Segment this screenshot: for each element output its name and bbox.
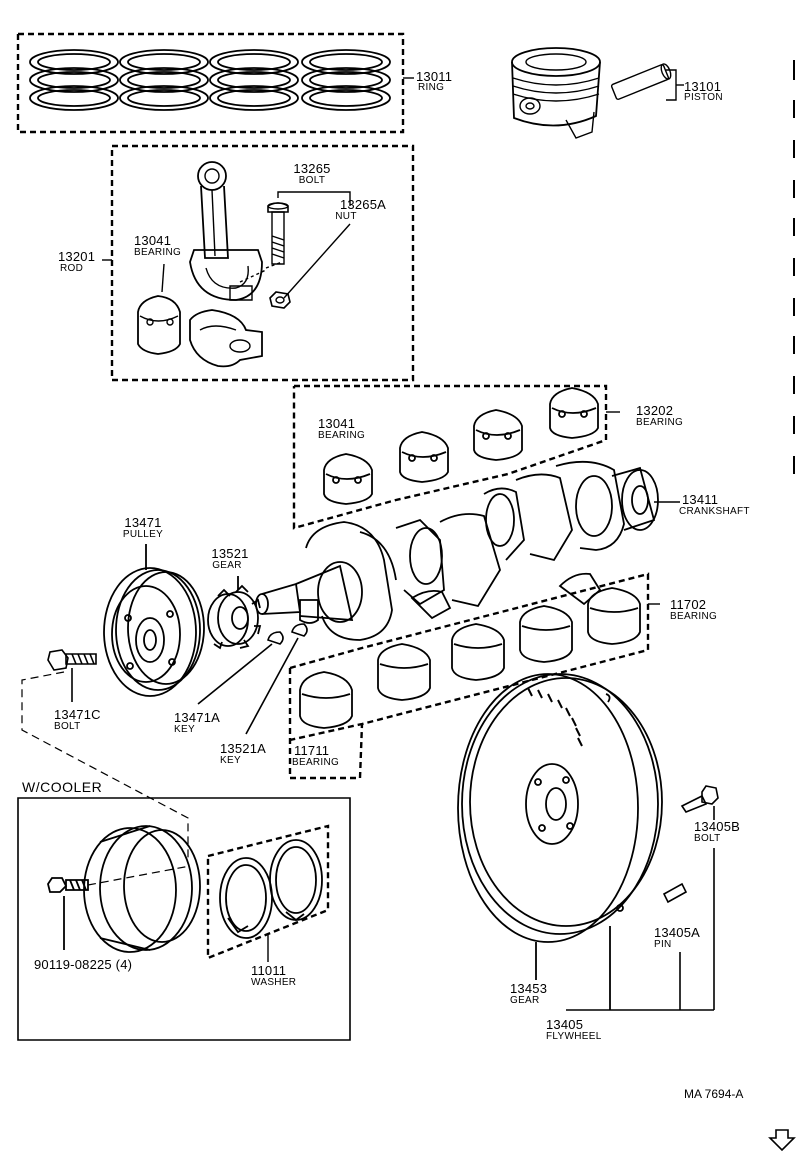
part-number: 13521A	[220, 741, 267, 756]
piston-drawing	[512, 48, 684, 138]
part-number: 13265	[293, 161, 331, 176]
part-number: 11702	[670, 597, 707, 612]
figure-reference: MA 7694-A	[684, 1087, 744, 1101]
part-number: 13405B	[694, 819, 741, 834]
part-number: 13521	[211, 546, 249, 561]
part-name: KEY	[220, 755, 241, 766]
part-name: NUT	[335, 211, 357, 222]
part-number: 13041	[134, 233, 172, 248]
part-name: RING	[418, 82, 445, 93]
part-name: BEARING	[134, 247, 182, 258]
part-number: 13405	[546, 1017, 584, 1032]
part-name: BOLT	[298, 175, 326, 186]
part-name: BEARING	[318, 430, 366, 441]
part-name: PISTON	[684, 92, 723, 103]
part-number: 13411	[682, 492, 719, 507]
part-name: PULLEY	[122, 529, 164, 540]
part-number: 13041	[318, 416, 356, 431]
part-number: 13453	[510, 981, 548, 996]
part-name: PIN	[654, 939, 672, 950]
pulley-drawing	[104, 544, 204, 696]
main-bearing-upper-drawing	[290, 574, 660, 740]
part-name: GEAR	[510, 995, 540, 1006]
part-number: 13202	[636, 403, 674, 418]
cooler-bolt-label: 90119-08225 (4)	[34, 957, 133, 972]
part-name: BEARING	[636, 417, 684, 428]
part-name: BEARING	[670, 611, 718, 622]
flywheel-pin-drawing	[664, 884, 686, 1010]
part-name: BOLT	[694, 833, 721, 844]
main-bearing-lower-drawing	[290, 668, 362, 778]
part-number: 13471C	[54, 707, 101, 722]
part-number: 13405A	[654, 925, 701, 940]
cooler-header: W/COOLER	[22, 779, 103, 795]
keys-drawing	[198, 624, 307, 734]
part-number: 13201	[58, 249, 96, 264]
part-number: 13101	[684, 79, 722, 94]
part-name: GEAR	[212, 560, 242, 571]
part-number: 13265A	[339, 197, 387, 212]
part-number: 11011	[251, 963, 287, 978]
part-name: BOLT	[54, 721, 81, 732]
part-number: 11711	[294, 743, 330, 758]
part-name: KEY	[174, 724, 195, 735]
part-name: CRANKSHAFT	[679, 506, 750, 517]
part-number: 13471A	[174, 710, 221, 725]
rod-set-drawing	[102, 146, 413, 380]
part-number: 13011	[416, 69, 453, 84]
part-name: ROD	[60, 263, 84, 274]
bearing-set-13202-drawing	[294, 386, 620, 528]
part-number: 13471	[124, 515, 162, 530]
flywheel-drawing	[458, 674, 662, 1010]
flywheel-bolt-drawing	[682, 786, 718, 1010]
part-name: FLYWHEEL	[546, 1031, 602, 1042]
thrust-washer-drawing	[208, 826, 328, 962]
pulley-bolt-drawing	[22, 650, 188, 860]
part-name: BEARING	[292, 757, 340, 768]
part-name: WASHER	[251, 977, 297, 988]
down-arrow-icon	[770, 1130, 794, 1150]
ring-set-drawing	[18, 34, 414, 132]
crankshaft-drawing	[256, 462, 680, 640]
cooler-pulley-drawing	[18, 798, 350, 1040]
crank-gear-drawing	[208, 576, 260, 648]
